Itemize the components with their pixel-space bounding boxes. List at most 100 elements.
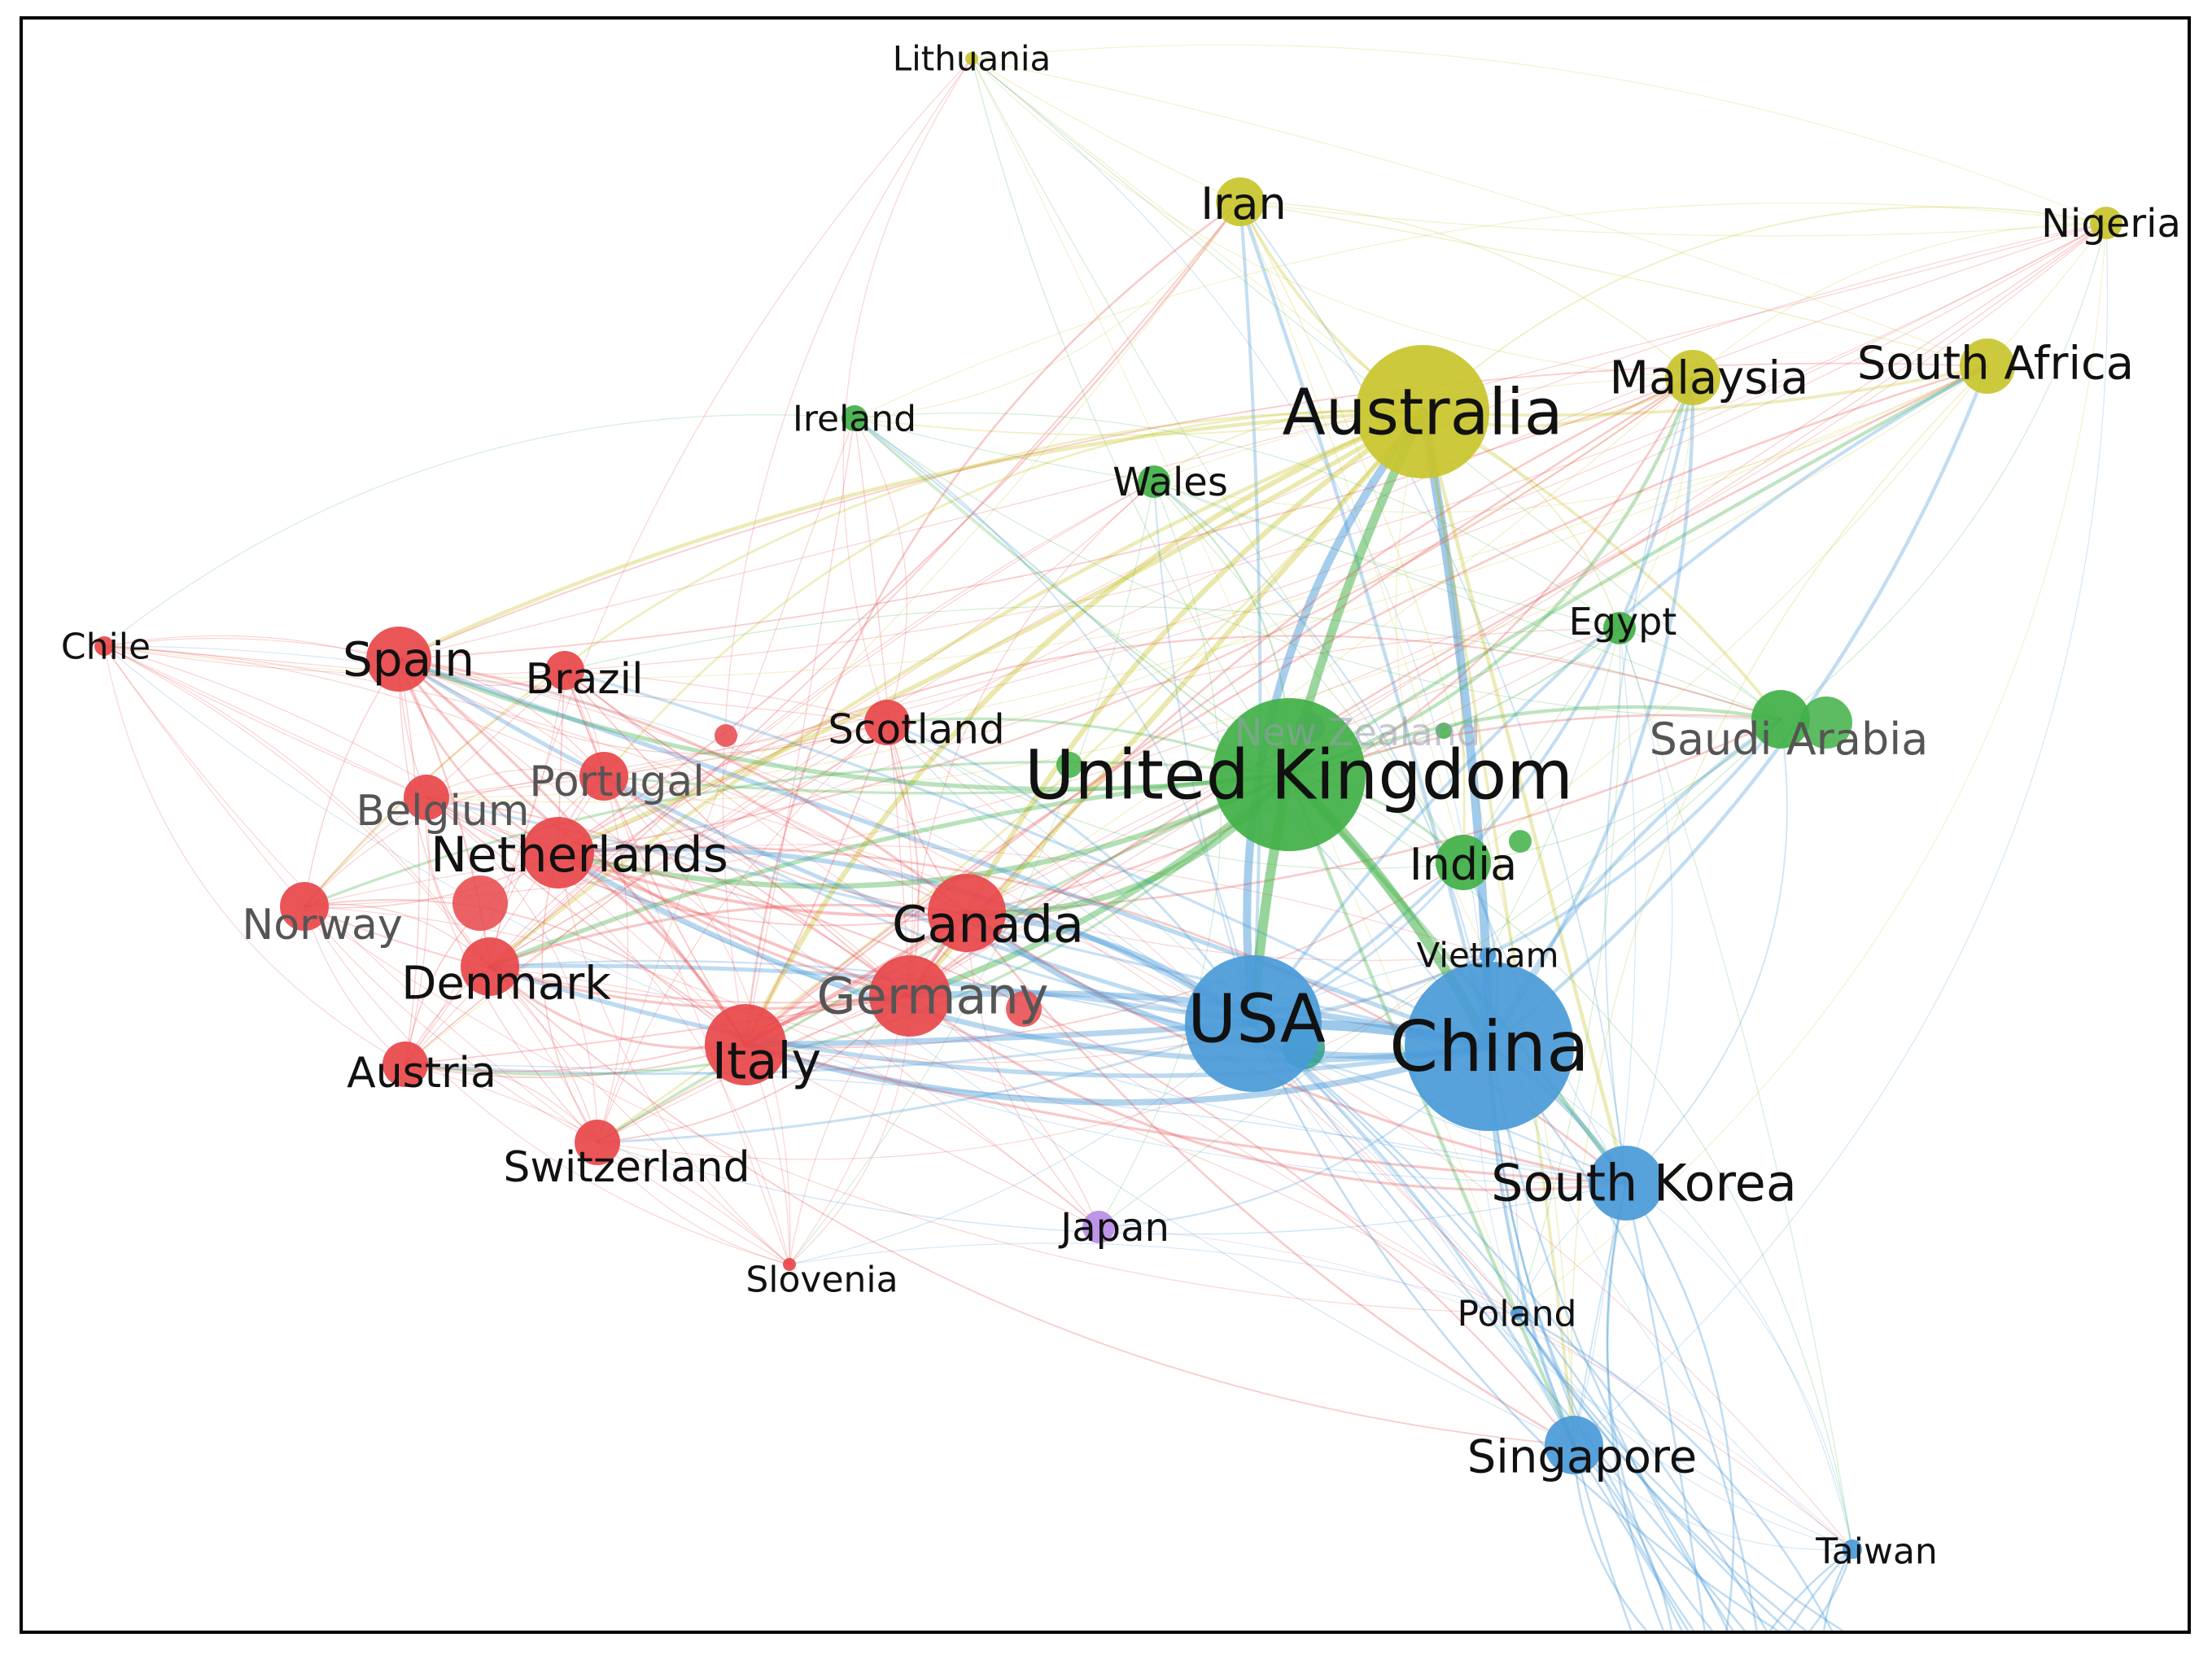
node-label-new-zealand: New Zealand <box>1235 710 1480 754</box>
network-link <box>1516 1312 1853 1550</box>
network-link <box>103 645 746 1046</box>
node-ireland[interactable] <box>842 405 868 431</box>
node-label-canada: Canada <box>892 895 1084 954</box>
network-link <box>1287 772 1576 1448</box>
network-link <box>487 964 1492 1078</box>
node-label-south-korea: South Korea <box>1491 1154 1797 1213</box>
network-link <box>426 797 911 997</box>
network-link <box>965 376 1694 915</box>
network-link <box>426 722 888 798</box>
node-italy[interactable] <box>705 1004 786 1085</box>
node-label-italy: Italy <box>712 1032 822 1091</box>
network-link <box>603 222 2107 777</box>
node-lithuania[interactable] <box>965 52 978 65</box>
node-japan[interactable] <box>1082 1211 1115 1243</box>
node-canada[interactable] <box>928 874 1006 952</box>
network-link <box>745 722 888 1046</box>
node-saudi-arabia[interactable] <box>1751 690 1810 749</box>
network-link <box>103 645 911 997</box>
node-usa[interactable] <box>1185 955 1322 1092</box>
node-portugal[interactable] <box>579 752 628 801</box>
node-india[interactable] <box>1436 835 1491 890</box>
node-label-portugal: Portugal <box>529 758 704 806</box>
network-link <box>909 222 2107 997</box>
network-link <box>426 670 566 798</box>
node-label-scotland: Scotland <box>828 706 1004 753</box>
network-link <box>487 409 1425 969</box>
node-south-africa[interactable] <box>1960 338 2015 394</box>
node-label-india: India <box>1410 839 1518 890</box>
node-label-malaysia: Malaysia <box>1610 352 1809 405</box>
network-link <box>489 966 790 1265</box>
network-link <box>1287 375 1695 777</box>
network-link <box>1606 1181 1684 1631</box>
node-belgium[interactable] <box>404 775 449 820</box>
node-australia[interactable] <box>1356 345 1489 478</box>
node-taiwan[interactable] <box>1843 1539 1862 1559</box>
network-link <box>1489 1046 1853 1550</box>
node-vietnam[interactable] <box>1480 947 1496 963</box>
network-link <box>398 658 420 1065</box>
network-link <box>744 365 1989 1046</box>
node-scotland[interactable] <box>864 700 910 745</box>
node-label-ireland: Ireland <box>793 398 916 439</box>
network-link <box>103 645 566 675</box>
node-singapore[interactable] <box>1545 1416 1603 1474</box>
network-link <box>396 657 1292 792</box>
node-egypt[interactable] <box>1603 612 1636 644</box>
network-link <box>1619 627 1673 1184</box>
network-link <box>404 1022 1255 1076</box>
network-link <box>487 963 1256 1026</box>
node-label-iran: Iran <box>1200 178 1286 229</box>
network-link <box>103 645 790 1265</box>
network-link <box>304 906 598 1143</box>
node-poland[interactable] <box>1510 1307 1523 1320</box>
node-label-singapore: Singapore <box>1467 1431 1698 1484</box>
network-link <box>398 658 888 754</box>
node-norway[interactable] <box>280 882 329 931</box>
network-link <box>1487 627 1620 956</box>
network-link <box>1606 1181 1665 1631</box>
node-austria[interactable] <box>383 1041 428 1087</box>
node-slovenia[interactable] <box>783 1258 796 1271</box>
network-link <box>1488 1045 1714 1631</box>
network-link <box>304 658 400 907</box>
network-link <box>596 773 1291 1144</box>
network-link <box>556 409 1425 855</box>
network-link <box>745 954 1489 1063</box>
node-label-slovenia: Slovenia <box>745 1259 898 1300</box>
node-united-kingdom[interactable] <box>1213 698 1366 851</box>
node-label-united-kingdom: United Kingdom <box>1025 735 1573 814</box>
network-link <box>1624 1181 1735 1631</box>
network-link <box>404 1063 1627 1184</box>
network-link <box>1252 376 1694 1025</box>
network-link <box>489 627 1620 967</box>
node-spain[interactable] <box>366 627 431 692</box>
network-link <box>426 797 746 1046</box>
node-germany[interactable] <box>869 955 951 1037</box>
network-link <box>1239 201 1464 863</box>
node-netherlands[interactable] <box>522 817 594 889</box>
network-link <box>557 851 968 917</box>
network-link <box>1573 627 1637 1446</box>
node-wales[interactable] <box>1138 465 1170 498</box>
network-link <box>722 58 973 1046</box>
node-switzerland[interactable] <box>575 1120 620 1165</box>
network-link <box>842 58 973 723</box>
network-link <box>971 58 1694 378</box>
network-link <box>103 645 559 854</box>
network-link <box>564 222 2107 671</box>
network-link <box>965 911 1576 1447</box>
node-brazil[interactable] <box>545 651 584 690</box>
node-denmark[interactable] <box>461 937 519 996</box>
network-link <box>908 376 1694 998</box>
node-south-korea[interactable] <box>1589 1146 1663 1221</box>
network-link <box>557 851 911 998</box>
node-china[interactable] <box>1405 962 1574 1131</box>
node-iran[interactable] <box>1216 177 1265 226</box>
network-link <box>563 669 1491 1048</box>
node-chile[interactable] <box>94 636 114 656</box>
node-nigeria[interactable] <box>2090 207 2122 239</box>
node-malaysia[interactable] <box>1665 350 1720 405</box>
